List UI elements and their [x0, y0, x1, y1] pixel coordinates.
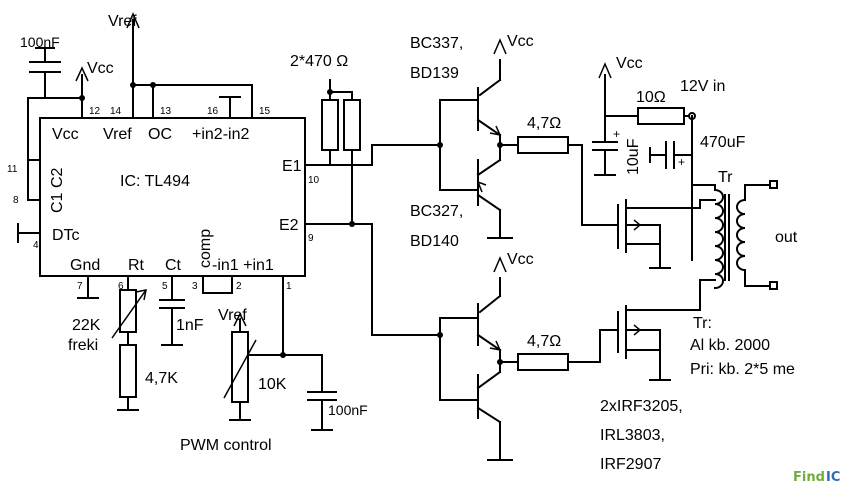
- pin-label-oc: OC: [148, 126, 172, 143]
- pin-label-c1: C1: [49, 192, 66, 213]
- emitter-resistors: 2*470 Ω: [290, 53, 439, 336]
- pin-number-1: 1: [286, 281, 292, 292]
- pin-number-6: 6: [118, 281, 124, 292]
- npn-upper-label-2: BD139: [410, 65, 459, 82]
- ic-left-wiring: [17, 97, 46, 243]
- transformer-notes: Tr: Al kb. 2000 Pri: kb. 2*5 me: [690, 315, 795, 378]
- tr-note-3: Pri: kb. 2*5 me: [690, 361, 795, 378]
- vcc-right-label: Vcc: [616, 55, 643, 72]
- input-12v-label: 12V in: [680, 78, 725, 95]
- pin-number-10: 10: [308, 175, 320, 186]
- pin-label-ct: Ct: [165, 257, 182, 274]
- vcc-q3-label: Vcc: [507, 251, 534, 268]
- pwm-control-label: PWM control: [180, 437, 272, 454]
- pin-label-vref: Vref: [103, 126, 132, 143]
- cap-1nf-label: 1nF: [176, 317, 204, 334]
- pin-number-16: 16: [207, 106, 219, 117]
- pin-number-4: 4: [33, 240, 39, 251]
- output-label: out: [775, 229, 798, 246]
- pin-number-3: 3: [192, 281, 198, 292]
- cap-100nf-bottom-label: 100nF: [328, 402, 368, 418]
- pnp-upper-label-2: BD140: [410, 233, 459, 250]
- res-gate1-label: 4,7Ω: [527, 115, 561, 132]
- freki-label: freki: [68, 337, 98, 354]
- pin-number-14: 14: [110, 106, 122, 117]
- pin-number-8: 8: [13, 195, 19, 206]
- mosfet-label-1: 2xIRF3205,: [600, 398, 683, 415]
- vref-top-label: Vref: [108, 13, 137, 30]
- pin-number-2: 2: [236, 281, 242, 292]
- pin-number-12: 12: [89, 106, 101, 117]
- cap-10uf-label: 10uF: [625, 138, 642, 175]
- cap-100nf-top-label: 100nF: [20, 34, 60, 50]
- pin-label-vcc: Vcc: [52, 126, 79, 143]
- ic-tl494: IC: TL494 Vcc Vref OC +in2-in2 E1 E2 DTc…: [7, 106, 320, 292]
- vref-pot-label: Vref: [218, 307, 247, 324]
- pin-label-c2: C2: [49, 167, 66, 188]
- ic-name: IC: TL494: [120, 173, 190, 190]
- pin-label-in1: -in1 +in1: [212, 257, 274, 274]
- mosfet-upper: [617, 199, 701, 269]
- pin-label-e2: E2: [279, 217, 299, 234]
- res-pair-label: 2*470 Ω: [290, 53, 348, 70]
- mosfet-label-3: IRF2907: [600, 456, 661, 473]
- tr-note-2: Al kb. 2000: [690, 337, 770, 354]
- ic-bottom-wiring: 22K freki 4,7K 1nF Vref 10K PWM control …: [68, 275, 368, 454]
- pin-label-in2: +in2-in2: [192, 126, 249, 143]
- mosfet-label-2: IRL3803,: [600, 427, 665, 444]
- res-22k-label: 22K: [72, 317, 101, 334]
- pin-number-9: 9: [308, 233, 314, 244]
- pnp-upper-label-1: BC327,: [410, 203, 463, 220]
- transformer: Tr out: [691, 169, 798, 311]
- lower-driver: Vcc 4,7Ω: [437, 251, 619, 461]
- npn-upper-label-1: BC337,: [410, 35, 463, 52]
- vcc-q1-label: Vcc: [507, 33, 534, 50]
- pin-number-15: 15: [259, 106, 271, 117]
- pin-number-5: 5: [162, 281, 168, 292]
- cap-470uf-label: 470uF: [700, 134, 746, 151]
- pot-10k-label: 10K: [258, 376, 287, 393]
- pin-number-7: 7: [77, 281, 83, 292]
- svg-text:+: +: [613, 127, 620, 141]
- power-input: Vcc 10Ω 12V in + 10uF + 470uF: [592, 55, 746, 261]
- tr-note-1: Tr:: [693, 315, 712, 332]
- upper-driver: BC337, BD139 Vcc BC327, BD140 4,7Ω: [410, 33, 619, 250]
- pin-label-rt: Rt: [128, 257, 145, 274]
- watermark-ic: IC: [826, 470, 840, 483]
- pin-label-dtc: DTc: [52, 227, 80, 244]
- transformer-label: Tr: [718, 169, 733, 186]
- pin-number-13: 13: [160, 106, 172, 117]
- watermark-find: Find: [793, 470, 825, 483]
- mosfet-lower: 2xIRF3205, IRL3803, IRF2907: [600, 305, 701, 473]
- pin-label-gnd: Gnd: [70, 257, 100, 274]
- pin-label-e1: E1: [282, 158, 302, 175]
- pin-label-comp: comp: [197, 229, 214, 268]
- res-gate2-label: 4,7Ω: [527, 333, 561, 350]
- ic-top-wiring: Vcc Vref 100nF: [20, 12, 253, 119]
- res-4k7-label: 4,7K: [145, 370, 178, 387]
- svg-text:+: +: [678, 155, 685, 169]
- res-10ohm-label: 10Ω: [636, 89, 666, 106]
- vcc-ic-label: Vcc: [87, 60, 114, 77]
- pin-number-11: 11: [7, 164, 18, 175]
- findic-watermark: Find IC: [793, 470, 840, 483]
